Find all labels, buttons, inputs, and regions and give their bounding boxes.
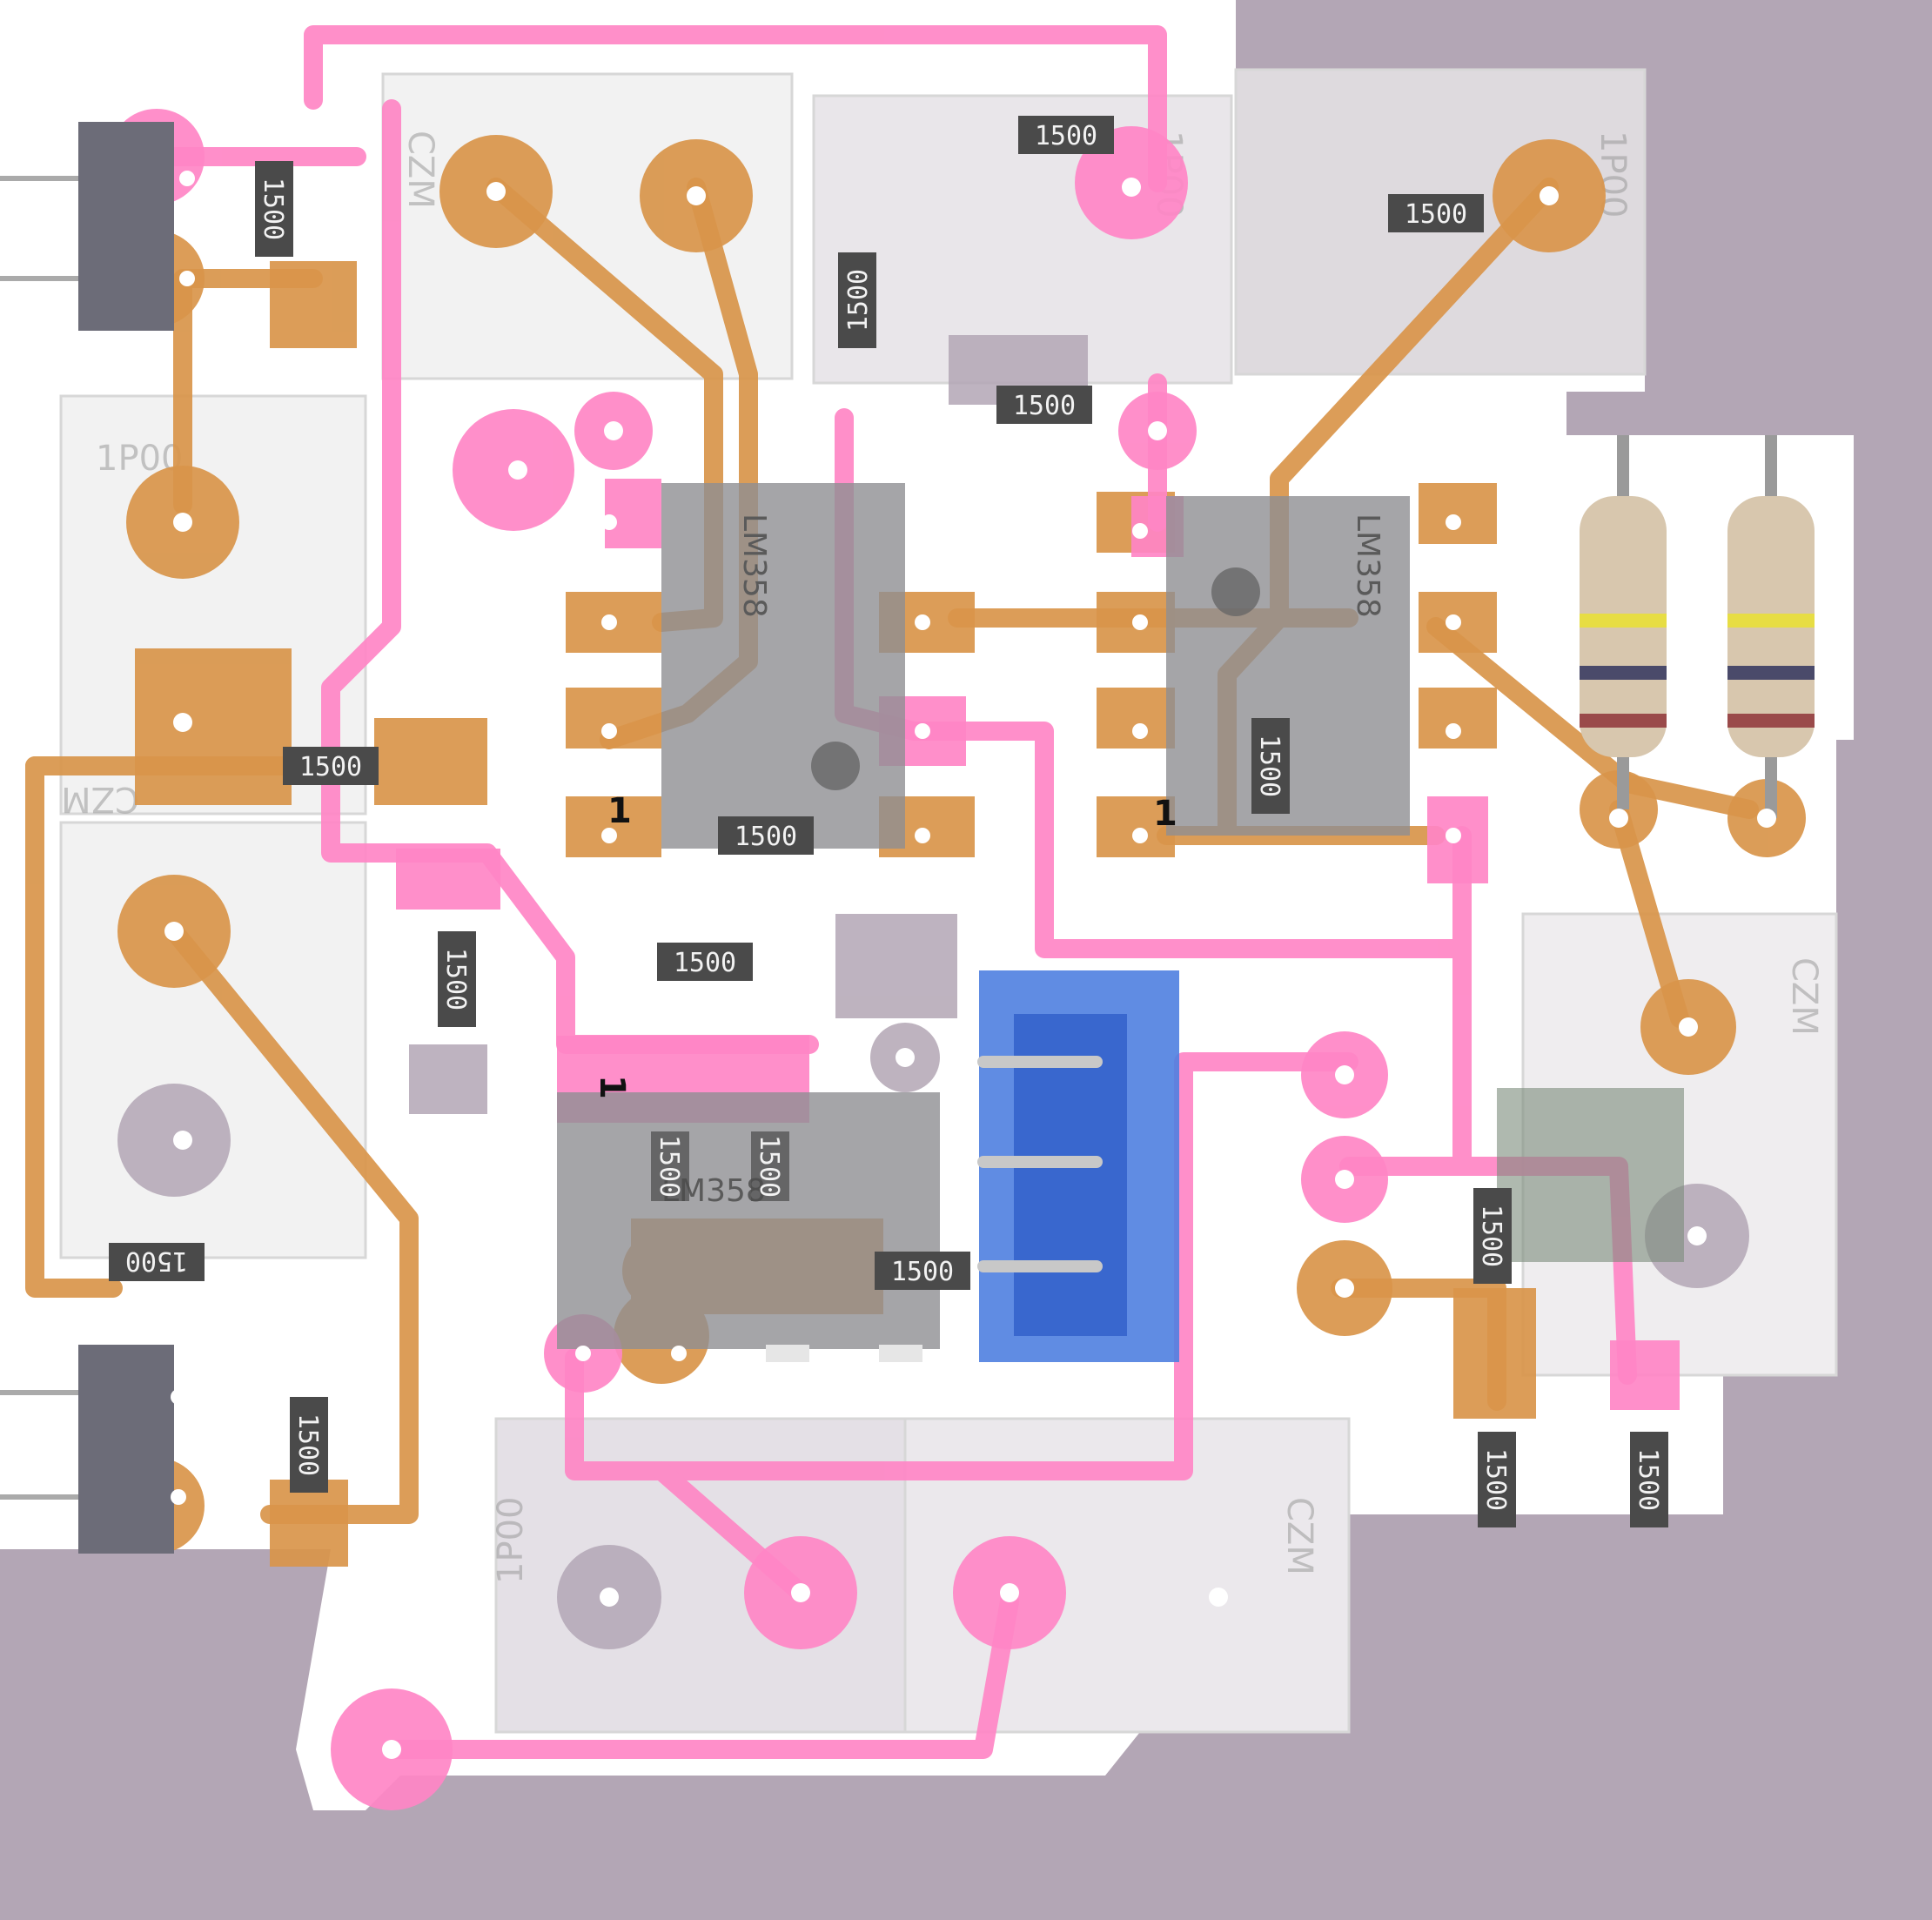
smd-resistor: 1500 — [255, 161, 293, 257]
square-pad — [270, 261, 357, 348]
pin-header-top — [0, 122, 174, 331]
svg-text:1500: 1500 — [843, 269, 874, 332]
blue-connector — [977, 970, 1179, 1362]
svg-text:1500: 1500 — [735, 822, 797, 852]
svg-text:1500: 1500 — [258, 178, 288, 240]
smd-resistor: 1500 — [1388, 194, 1484, 232]
chip-part-label: LM358 — [1350, 514, 1385, 618]
svg-text:1500: 1500 — [1405, 199, 1467, 230]
svg-text:1500: 1500 — [440, 948, 471, 1010]
chip-part-label: LM358 — [736, 514, 772, 618]
svg-text:1500: 1500 — [1035, 121, 1097, 151]
svg-text:1500: 1500 — [1254, 735, 1285, 797]
smd-resistor: 1500 — [838, 252, 876, 348]
resistor-r-b — [1727, 435, 1815, 818]
smd-resistor: 1500 — [109, 1243, 205, 1281]
module-mark-czm: CZM — [61, 779, 139, 819]
smd-resistor: 1500 — [996, 386, 1092, 424]
svg-text:1500: 1500 — [674, 948, 736, 978]
smd-resistor: 1500 — [1478, 1432, 1516, 1527]
smd-resistors: 1500 1500 1500 1500 1500 1500 1500 1500 — [109, 116, 1668, 1527]
smd-resistor: 1500 — [718, 816, 814, 855]
through-hole-resistors — [1580, 435, 1815, 818]
square-pad — [1453, 1288, 1536, 1419]
pin1-dot — [811, 742, 860, 790]
square-pad — [135, 648, 292, 805]
svg-text:1500: 1500 — [125, 1245, 188, 1276]
small-ic — [1497, 1088, 1684, 1262]
pin1-marker: 1 — [1153, 794, 1177, 834]
chip-body — [557, 1092, 940, 1349]
pin-header-bottom — [0, 1345, 174, 1554]
svg-text:1500: 1500 — [654, 1135, 684, 1198]
smd-resistor: 1500 — [1018, 116, 1114, 154]
square-pad — [374, 718, 487, 805]
svg-text:1500: 1500 — [1633, 1448, 1663, 1511]
svg-text:1500: 1500 — [1476, 1205, 1506, 1267]
module-left-2 — [59, 821, 367, 1259]
smd-resistor: 1500 — [1630, 1432, 1668, 1527]
svg-text:1500: 1500 — [1013, 391, 1076, 421]
chip-body — [661, 483, 905, 849]
smd-resistor: 1500 — [875, 1252, 970, 1290]
module-mark-1p00: 1P00 — [491, 1497, 531, 1584]
smd-resistor: 1500 — [751, 1131, 789, 1201]
svg-text:1500: 1500 — [299, 752, 362, 782]
smd-resistor: 1500 — [283, 747, 379, 785]
drill-holes — [164, 171, 1776, 1759]
resistor-r-a — [1580, 435, 1667, 809]
ic-u3: LM358 1 — [557, 1075, 940, 1362]
pin1-marker: 1 — [592, 1075, 632, 1099]
smd-resistor: 1500 — [651, 1131, 689, 1201]
module-mark-czm: CZM — [1784, 957, 1824, 1036]
module-mark-czm: CZM — [1279, 1497, 1319, 1575]
svg-text:1500: 1500 — [891, 1257, 954, 1287]
module-mark-czm: CZM — [400, 131, 440, 209]
square-pad — [270, 1480, 348, 1567]
smd-resistor: 1500 — [1251, 718, 1290, 814]
pin1-dot — [1211, 567, 1260, 616]
smd-resistor: 1500 — [1473, 1188, 1512, 1284]
smd-resistor: 1500 — [290, 1397, 328, 1493]
svg-text:1500: 1500 — [292, 1413, 323, 1476]
svg-text:1500: 1500 — [1480, 1448, 1511, 1511]
smd-resistor: 1500 — [657, 943, 753, 981]
pin-headers — [0, 122, 174, 1554]
svg-text:1500: 1500 — [754, 1135, 784, 1198]
pin1-marker: 1 — [607, 791, 632, 831]
ic-u1: LM358 1 — [607, 483, 905, 849]
smd-resistor: 1500 — [438, 931, 476, 1027]
